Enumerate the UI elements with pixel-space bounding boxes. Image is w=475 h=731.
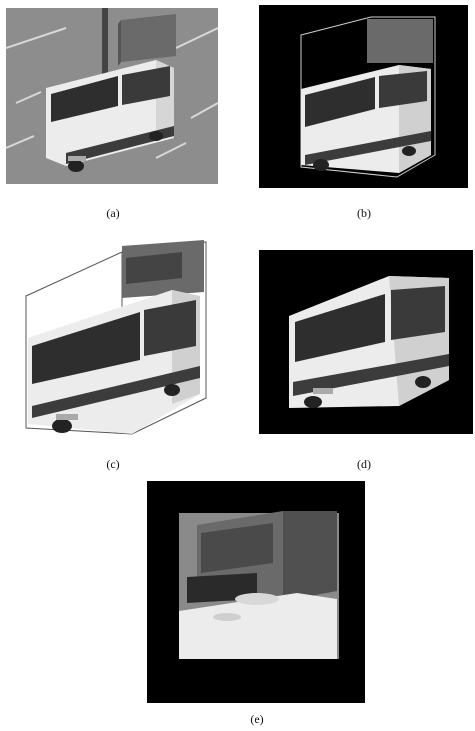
panel-c-box-wireframe [22, 238, 210, 446]
bus-street-photo [6, 8, 218, 184]
panel-d-rectified-bus [259, 250, 473, 434]
caption-e: (e) [250, 712, 264, 726]
wireframe-bus [22, 238, 210, 446]
caption-c: (c) [106, 457, 120, 471]
panel-b-perspective-box [259, 5, 468, 188]
panel-a-original-image [6, 8, 218, 184]
cropped-truck [147, 481, 365, 703]
caption-b: (b) [357, 206, 371, 220]
panel-e-cropped-truck [147, 481, 365, 703]
caption-a: (a) [106, 206, 120, 220]
box-fitted-bus [259, 5, 468, 188]
caption-d: (d) [357, 457, 371, 471]
rectified-bus [259, 250, 473, 434]
